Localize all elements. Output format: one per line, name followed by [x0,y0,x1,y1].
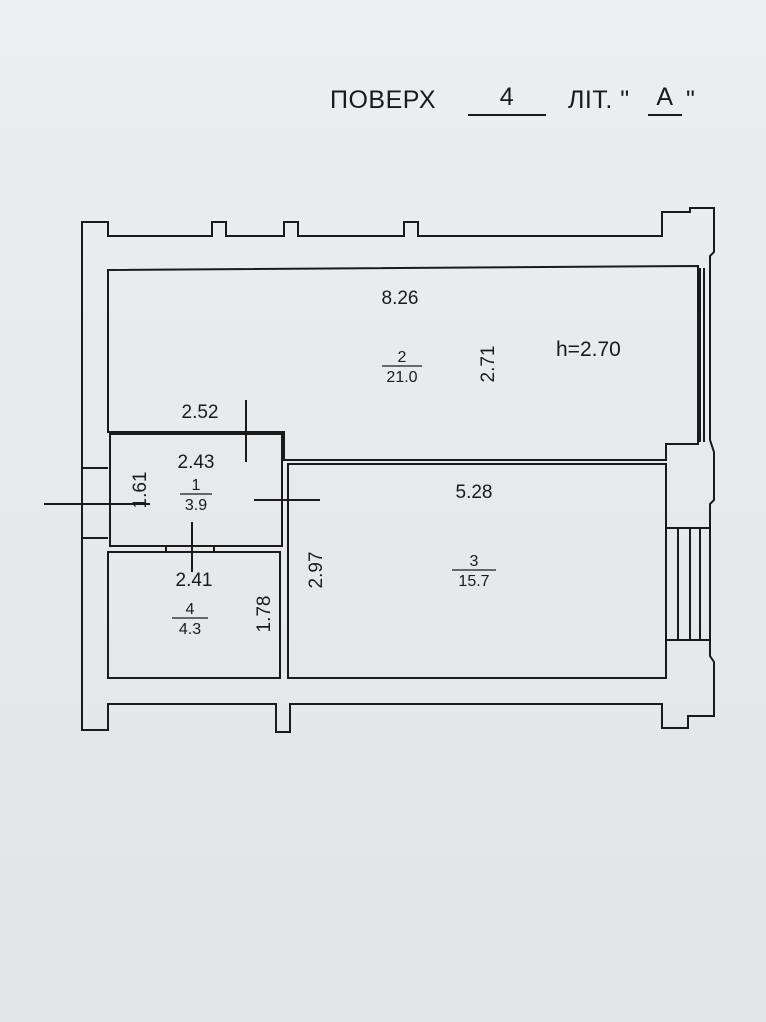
floor-value: 4 [468,85,546,116]
lit-close: " [686,86,696,114]
room-3-length: 5.28 [456,482,493,503]
lit-value: А [648,85,682,116]
room-3-width: 2.97 [306,552,327,589]
room-3-number: 3 [470,553,479,570]
room-4-length: 2.41 [176,570,213,591]
outer-wall [81,207,715,733]
room-2-area: 21.0 [386,369,417,386]
room-1-width: 1.61 [130,472,151,509]
room-2-length: 8.26 [382,288,419,309]
room-2-width: 2.71 [478,346,499,383]
floor-label: ПОВЕРХ [330,86,436,114]
room-2-number: 2 [398,349,407,366]
room-3-area: 15.7 [458,573,489,590]
room-1-area: 3.9 [185,497,207,514]
room-4-number: 4 [186,601,195,618]
room-4-outline [107,551,281,679]
room-1-number: 1 [192,477,201,494]
ceiling-height: h=2.70 [556,338,621,361]
room-1-length: 2.43 [178,452,215,473]
room-2-outline [107,264,699,461]
floor-header: ПОВЕРХ 4 ЛІТ. " А " [330,85,730,126]
stair-block [665,527,711,641]
room-4-width: 1.78 [254,596,275,633]
room-1-extra: 2.52 [182,402,219,423]
room-4-area: 4.3 [179,621,201,638]
lit-label: ЛІТ. " [568,86,630,114]
room-1-outline [109,433,283,547]
